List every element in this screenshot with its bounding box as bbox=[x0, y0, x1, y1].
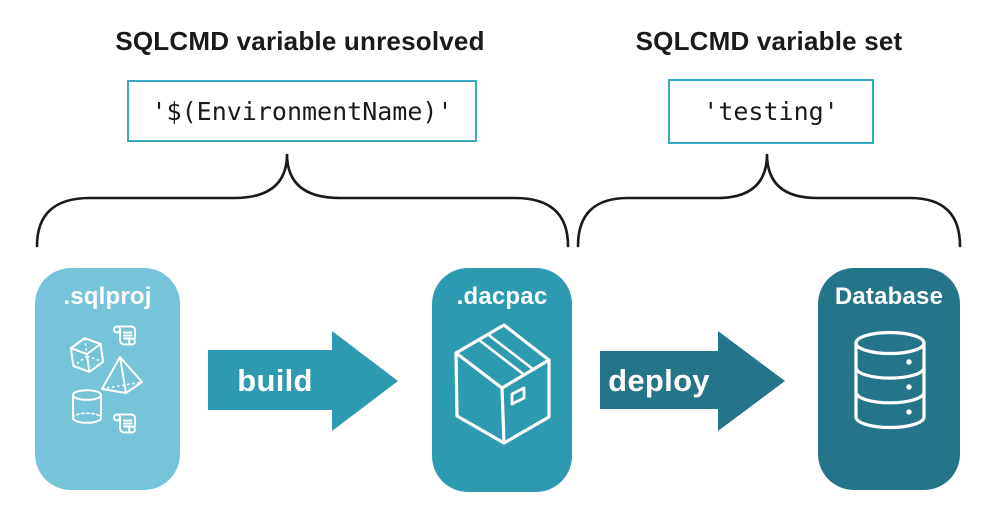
stage-sqlproj: .sqlproj bbox=[35, 268, 180, 490]
left-curly-brace bbox=[35, 153, 570, 248]
code-text-set: 'testing' bbox=[703, 97, 839, 126]
stage-database-label: Database bbox=[834, 283, 944, 310]
braces-layer bbox=[35, 153, 962, 248]
scroll-icon bbox=[113, 325, 136, 346]
database-cylinder-icon bbox=[854, 330, 926, 430]
heading-variable-unresolved: SQLCMD variable unresolved bbox=[115, 26, 485, 56]
package-box-icon bbox=[454, 323, 551, 445]
stage-dacpac-label: .dacpac bbox=[456, 283, 548, 310]
code-box-unresolved: '$(EnvironmentName)' bbox=[127, 80, 477, 142]
deploy-arrow-label: deploy bbox=[608, 363, 710, 398]
right-curly-brace bbox=[576, 153, 962, 248]
code-box-set: 'testing' bbox=[668, 79, 874, 144]
build-arrow-label: build bbox=[237, 363, 313, 398]
deploy-arrow-shape bbox=[600, 331, 785, 431]
code-text-unresolved: '$(EnvironmentName)' bbox=[151, 96, 453, 126]
cylinder-icon bbox=[72, 389, 102, 424]
pyramid-icon bbox=[101, 356, 143, 394]
scroll-icon bbox=[113, 413, 136, 434]
sql-objects-icon bbox=[69, 325, 143, 434]
build-arrow-shape bbox=[208, 331, 398, 431]
cube-icon bbox=[69, 337, 105, 373]
stage-sqlproj-label: .sqlproj bbox=[63, 283, 152, 310]
heading-variable-set: SQLCMD variable set bbox=[635, 26, 903, 56]
